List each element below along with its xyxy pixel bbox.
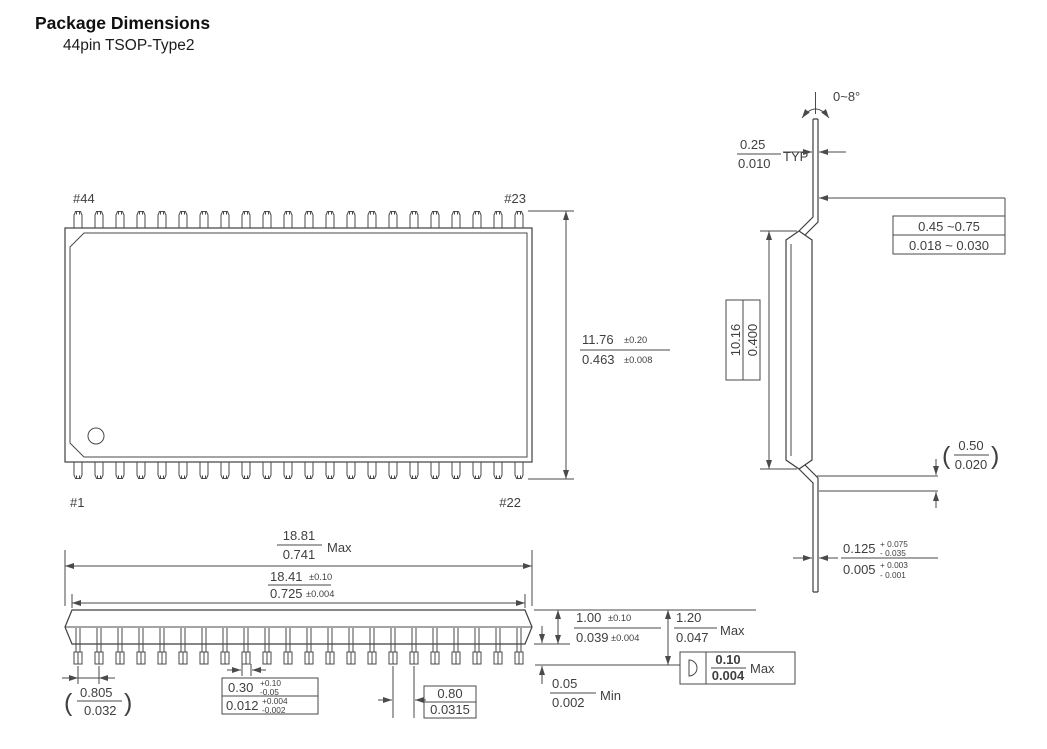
top-view: #44 #23 #1 #22 11.76 ±0.20 0.463 ±0.008 [64,191,670,510]
foot-length-mm-text: 0.45 ~0.75 [918,219,980,234]
overall-height-inch-text: 0.047 [676,630,709,645]
bend-close-paren: ) [991,442,999,470]
standoff-dimension: 0.05 0.002 Min [539,626,621,710]
pitch-mm-text: 0.80 [437,686,462,701]
coplanarity-inch-text: 0.004 [712,668,745,683]
body-thickness-mm-tol-text: ±0.10 [608,613,631,623]
coplanarity-callout: 0.10 0.004 Max [679,651,796,685]
end-pitch-open-paren: ( [64,689,73,717]
front-leads-row [73,627,524,665]
coplanarity-suffix-text: Max [750,661,775,676]
lead-width-mm-plus-text: +0.10 [260,678,281,688]
overall-length-dimension: 18.81 0.741 Max [64,528,533,606]
overall-length-mm-text: 18.81 [283,528,316,543]
span-dimension: 11.76 ±0.20 0.463 ±0.008 [528,210,670,480]
body-width-inch-text: 0.400 [745,324,760,357]
foot-length-dimension: 0.45 ~0.75 0.018 ~ 0.030 [819,195,1006,255]
lead-angle-dimension: 0~8° [801,89,860,119]
standoff-inch-text: 0.002 [552,695,585,710]
end-pitch-close-paren: ) [124,689,132,717]
bend-dimension: ( 0.50 0.020 ) [817,438,999,508]
lead-angle-text: 0~8° [833,89,860,104]
standoff-mm-text: 0.05 [552,676,577,691]
top-view-body-inner-outline [69,232,528,458]
top-view-body-outline [64,227,533,463]
body-length-dimension: 18.41 ±0.10 0.725 ±0.004 [71,569,526,608]
pitch-dimension: 0.80 0.0315 [378,666,477,719]
lead-width-inch-text: 0.012 [226,698,259,713]
overall-height-dimension: 1.20 0.047 Max [665,610,745,665]
side-view-body-outline [785,230,813,470]
body-length-inch-text: 0.725 [270,586,303,601]
foot-length-inch-text: 0.018 ~ 0.030 [909,238,989,253]
span-mm-text: 11.76 [582,332,614,347]
bend-open-paren: ( [942,442,951,470]
bottom-pins-row [73,461,524,479]
lead-width-dimension: 0.30 +0.10 -0.05 0.012 +0.004 -0.002 [221,664,319,715]
end-pitch-inch-text: 0.032 [84,703,117,718]
lead-thickness-suffix-text: TYP [783,149,808,164]
overall-height-mm-text: 1.20 [676,610,701,625]
coplanarity-mm-text: 0.10 [715,652,740,667]
front-view: 18.81 0.741 Max 18.41 ±0.10 0.725 ±0.004… [62,528,796,719]
lead-thickness-mm-text: 0.25 [740,137,765,152]
lead-thickness-inch-text: 0.010 [738,156,771,171]
body-width-dimension: 10.16 0.400 [725,230,797,470]
body-thickness-mm-text: 1.00 [576,610,601,625]
page-title: Package Dimensions [35,13,211,33]
lead-width-mm-text: 0.30 [228,680,253,695]
package-type-subtitle: 44pin TSOP-Type2 [63,37,195,54]
coplanarity-box [679,651,796,685]
span-mm-tol-text: ±0.20 [624,335,647,345]
overall-length-inch-text: 0.741 [283,547,316,562]
pin-label-bottom-left: #1 [70,495,84,510]
pin-label-top-right: #23 [504,191,526,206]
tip-mm-minus-text: - 0.035 [880,548,906,558]
top-pins-row [73,211,524,229]
top-lead-profile [798,118,819,236]
bend-mm-text: 0.50 [958,438,983,453]
pin-label-bottom-right: #22 [499,495,521,510]
lead-width-inch-plus-text: +0.004 [262,696,288,706]
tip-inch-plus-text: + 0.003 [880,560,908,570]
body-width-mm-text: 10.16 [728,324,743,357]
lead-thickness-dimension: 0.25 0.010 TYP [737,137,846,171]
tip-thickness-dimension: 0.125 + 0.075 - 0.035 0.005 + 0.003 - 0.… [793,539,938,580]
lead-width-inch-minus-text: -0.002 [262,705,286,715]
span-inch-text: 0.463 [582,352,615,367]
end-pitch-dimension: ( 0.805 0.032 ) [62,666,132,718]
body-thickness-inch-tol-text: ±0.004 [611,633,639,643]
pitch-inch-text: 0.0315 [430,702,470,717]
tip-mm-plus-text: + 0.075 [880,539,908,549]
bend-inch-text: 0.020 [955,457,988,472]
tip-inch-minus-text: - 0.001 [880,570,906,580]
seating-plane-datum-icon [688,659,698,677]
span-inch-tol-text: ±0.008 [624,355,652,365]
pin-label-top-left: #44 [73,191,95,206]
tip-mm-text: 0.125 [843,541,876,556]
body-length-inch-tol-text: ±0.004 [306,589,334,599]
end-pitch-mm-text: 0.805 [80,685,113,700]
body-thickness-dimension: 1.00 ±0.10 0.039 ±0.004 [534,609,756,645]
bottom-lead-profile [798,464,819,593]
side-view: 0~8° 0.25 0.010 TYP 0.45 ~0.75 0.018 ~ 0… [725,89,1006,593]
body-length-mm-tol-text: ±0.10 [309,572,332,582]
overall-height-suffix-text: Max [720,623,745,638]
body-length-mm-text: 18.41 [270,569,303,584]
lead-width-mm-minus-text: -0.05 [260,687,279,697]
pin1-indicator-dot [87,427,105,445]
overall-length-suffix-text: Max [327,540,352,555]
tip-inch-text: 0.005 [843,562,876,577]
body-thickness-inch-text: 0.039 [576,630,609,645]
standoff-suffix-text: Min [600,688,621,703]
